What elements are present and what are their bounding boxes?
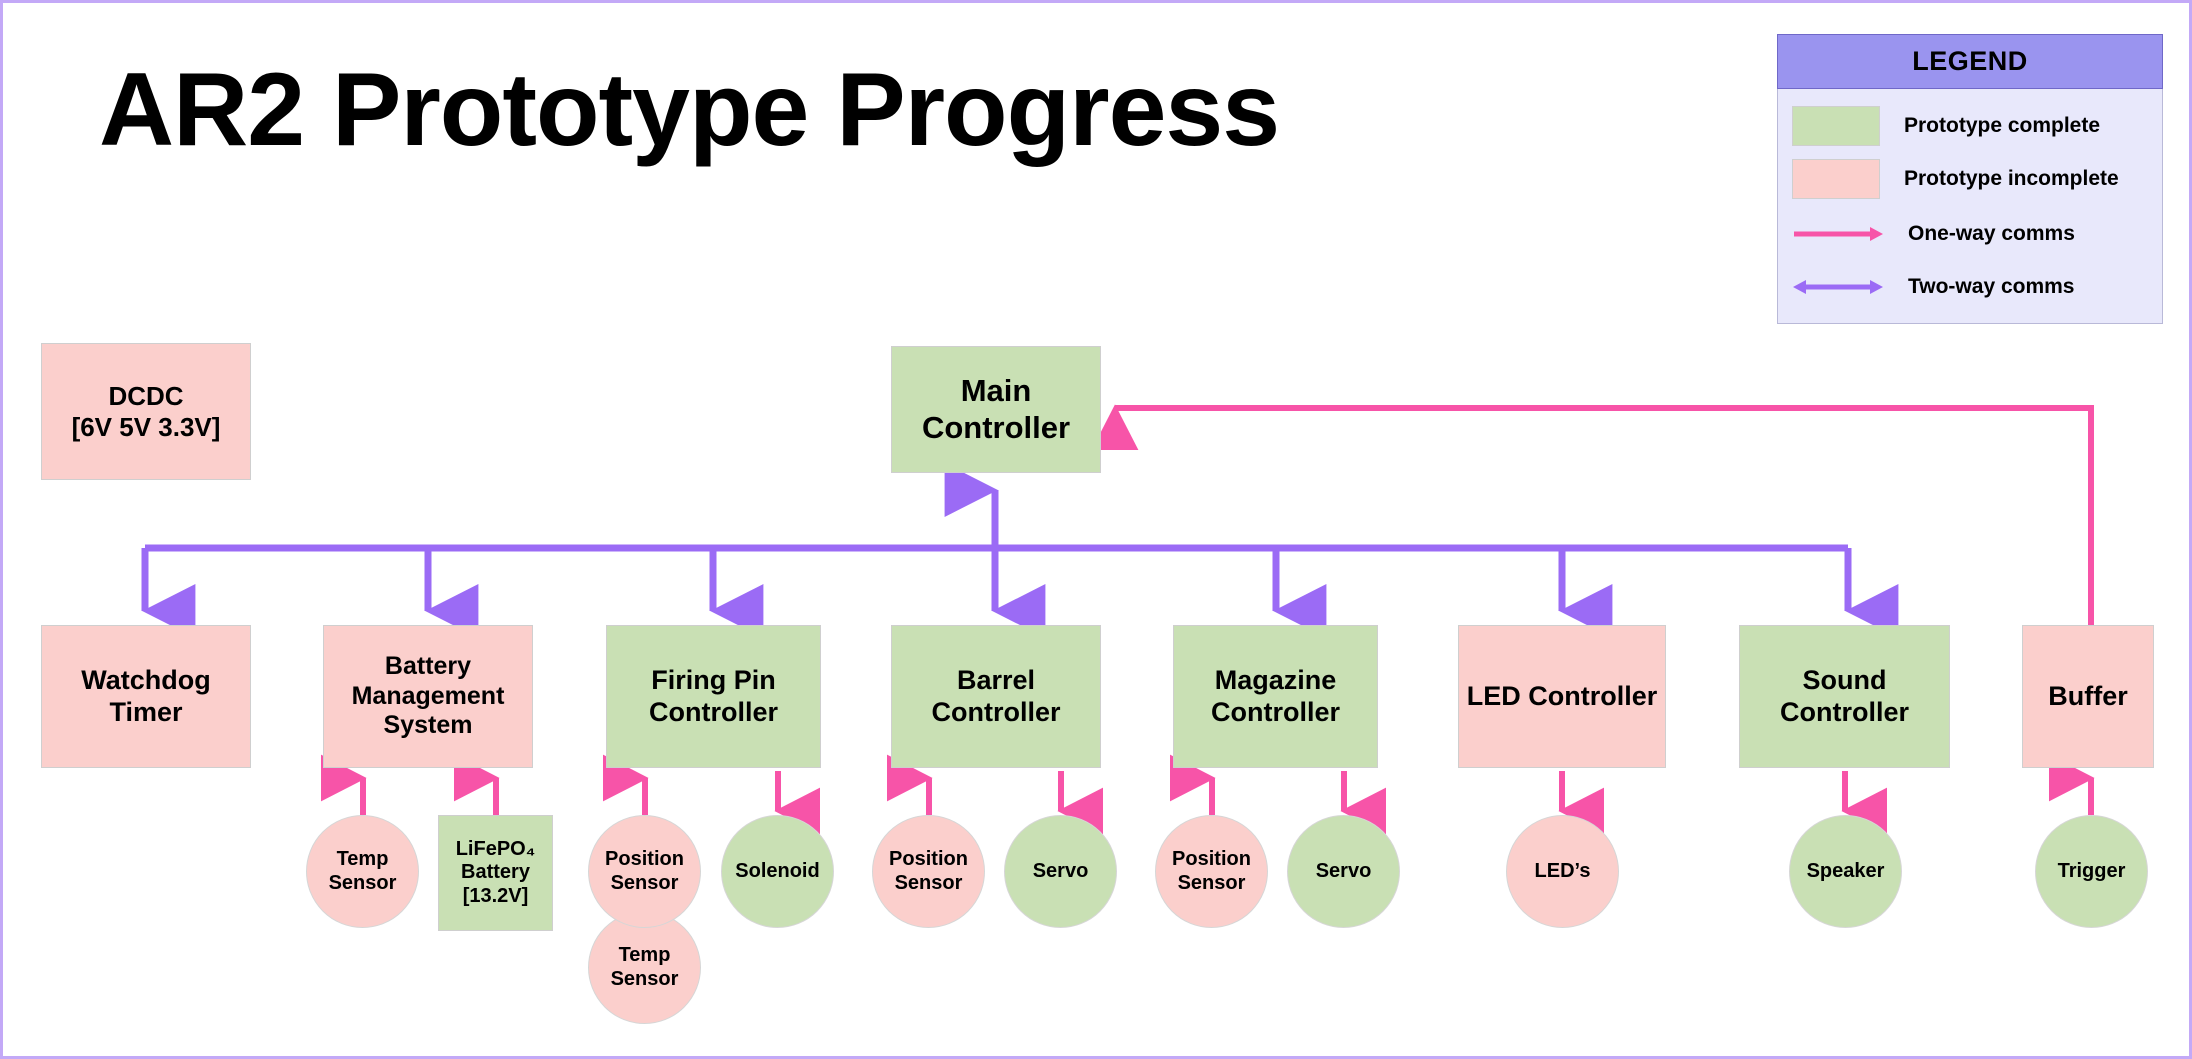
legend-row-two-way-comms: Two-way comms (1788, 264, 2158, 310)
node-bms-temp-sensor[interactable]: Temp Sensor (306, 815, 419, 928)
node-magazine-line1: Magazine (1214, 664, 1337, 695)
node-lifepo4-line2: Battery (461, 861, 530, 884)
node-bms-line2: Management (351, 681, 505, 710)
node-firing-temp-sensor-line1: Temp (618, 943, 671, 966)
node-watchdog-timer-line1: Watchdog (81, 664, 211, 695)
node-barrel-position-sensor-line2: Sensor (894, 871, 963, 894)
node-bms-temp-sensor-line2: Sensor (328, 871, 397, 894)
node-dcdc-line2: [6V 5V 3.3V] (71, 411, 221, 442)
node-trigger[interactable]: Trigger (2035, 815, 2148, 928)
node-lifepo4-line1: LiFePO₄ (455, 837, 536, 860)
one-way-arrow-icon (1792, 223, 1884, 245)
node-bms-temp-sensor-line1: Temp (336, 847, 389, 870)
node-buffer-label: Buffer (2048, 680, 2128, 711)
node-trigger-label: Trigger (2057, 859, 2126, 882)
node-firing-position-sensor-line1: Position (605, 847, 684, 870)
legend-panel: LEGEND Prototype complete Prototype inco… (1777, 34, 2163, 324)
node-barrel-line1: Barrel (956, 664, 1036, 695)
node-bms-line3: System (383, 711, 473, 740)
node-firing-position-sensor-line2: Sensor (610, 871, 679, 894)
node-dcdc[interactable]: DCDC [6V 5V 3.3V] (41, 343, 251, 480)
node-magazine-position-sensor[interactable]: Position Sensor (1155, 815, 1268, 928)
two-way-arrow-icon (1792, 276, 1884, 298)
node-main-controller-line1: Main (960, 372, 1032, 408)
node-main-controller[interactable]: Main Controller (891, 346, 1101, 473)
page-title: AR2 Prototype Progress (99, 52, 1280, 168)
legend-label-two-way-comms: Two-way comms (1908, 275, 2075, 298)
node-bms-line1: Battery (384, 652, 472, 681)
node-barrel-servo[interactable]: Servo (1004, 815, 1117, 928)
two-way-bus (141, 463, 1899, 638)
node-battery-management-system[interactable]: Battery Management System (323, 625, 533, 768)
node-firing-temp-sensor[interactable]: Temp Sensor (588, 911, 701, 1024)
node-solenoid[interactable]: Solenoid (721, 815, 834, 928)
node-barrel-position-sensor-line1: Position (889, 847, 968, 870)
node-magazine-position-sensor-line2: Sensor (1177, 871, 1246, 894)
node-main-controller-line2: Controller (921, 409, 1071, 445)
node-speaker[interactable]: Speaker (1789, 815, 1902, 928)
node-barrel-controller[interactable]: Barrel Controller (891, 625, 1101, 768)
node-buffer[interactable]: Buffer (2022, 625, 2154, 768)
node-solenoid-label: Solenoid (735, 859, 820, 882)
legend-title: LEGEND (1777, 34, 2163, 89)
node-watchdog-timer-line2: Timer (109, 696, 183, 727)
node-led-controller-label: LED Controller (1466, 680, 1658, 711)
node-speaker-label: Speaker (1806, 859, 1885, 882)
legend-row-prototype-incomplete: Prototype incomplete (1788, 156, 2158, 202)
node-firing-temp-sensor-line2: Sensor (610, 967, 679, 990)
node-barrel-line2: Controller (931, 696, 1061, 727)
legend-row-prototype-complete: Prototype complete (1788, 103, 2158, 149)
node-lifepo4-battery[interactable]: LiFePO₄ Battery [13.2V] (438, 815, 553, 931)
node-lifepo4-line3: [13.2V] (462, 884, 529, 907)
node-magazine-servo-label: Servo (1315, 859, 1372, 882)
node-magazine-servo[interactable]: Servo (1287, 815, 1400, 928)
node-led-controller[interactable]: LED Controller (1458, 625, 1666, 768)
pink-square-icon (1792, 159, 1880, 199)
node-magazine-controller[interactable]: Magazine Controller (1173, 625, 1378, 768)
node-barrel-position-sensor[interactable]: Position Sensor (872, 815, 985, 928)
legend-row-one-way-comms: One-way comms (1788, 211, 2158, 257)
node-sound-line2: Controller (1779, 696, 1909, 727)
legend-label-prototype-incomplete: Prototype incomplete (1904, 167, 2119, 190)
legend-label-prototype-complete: Prototype complete (1904, 114, 2101, 137)
green-square-icon (1792, 106, 1880, 146)
node-barrel-servo-label: Servo (1032, 859, 1089, 882)
node-magazine-line2: Controller (1210, 696, 1340, 727)
node-watchdog-timer[interactable]: Watchdog Timer (41, 625, 251, 768)
node-magazine-position-sensor-line1: Position (1172, 847, 1251, 870)
node-sound-line1: Sound (1802, 664, 1887, 695)
node-firing-position-sensor[interactable]: Position Sensor (588, 815, 701, 928)
node-firing-pin-line2: Controller (648, 696, 778, 727)
node-leds[interactable]: LED’s (1506, 815, 1619, 928)
node-leds-label: LED’s (1534, 859, 1591, 882)
node-firing-pin-line1: Firing Pin (651, 664, 776, 695)
node-firing-pin-controller[interactable]: Firing Pin Controller (606, 625, 821, 768)
node-sound-controller[interactable]: Sound Controller (1739, 625, 1950, 768)
node-dcdc-line1: DCDC (108, 380, 184, 411)
legend-label-one-way-comms: One-way comms (1908, 222, 2075, 245)
